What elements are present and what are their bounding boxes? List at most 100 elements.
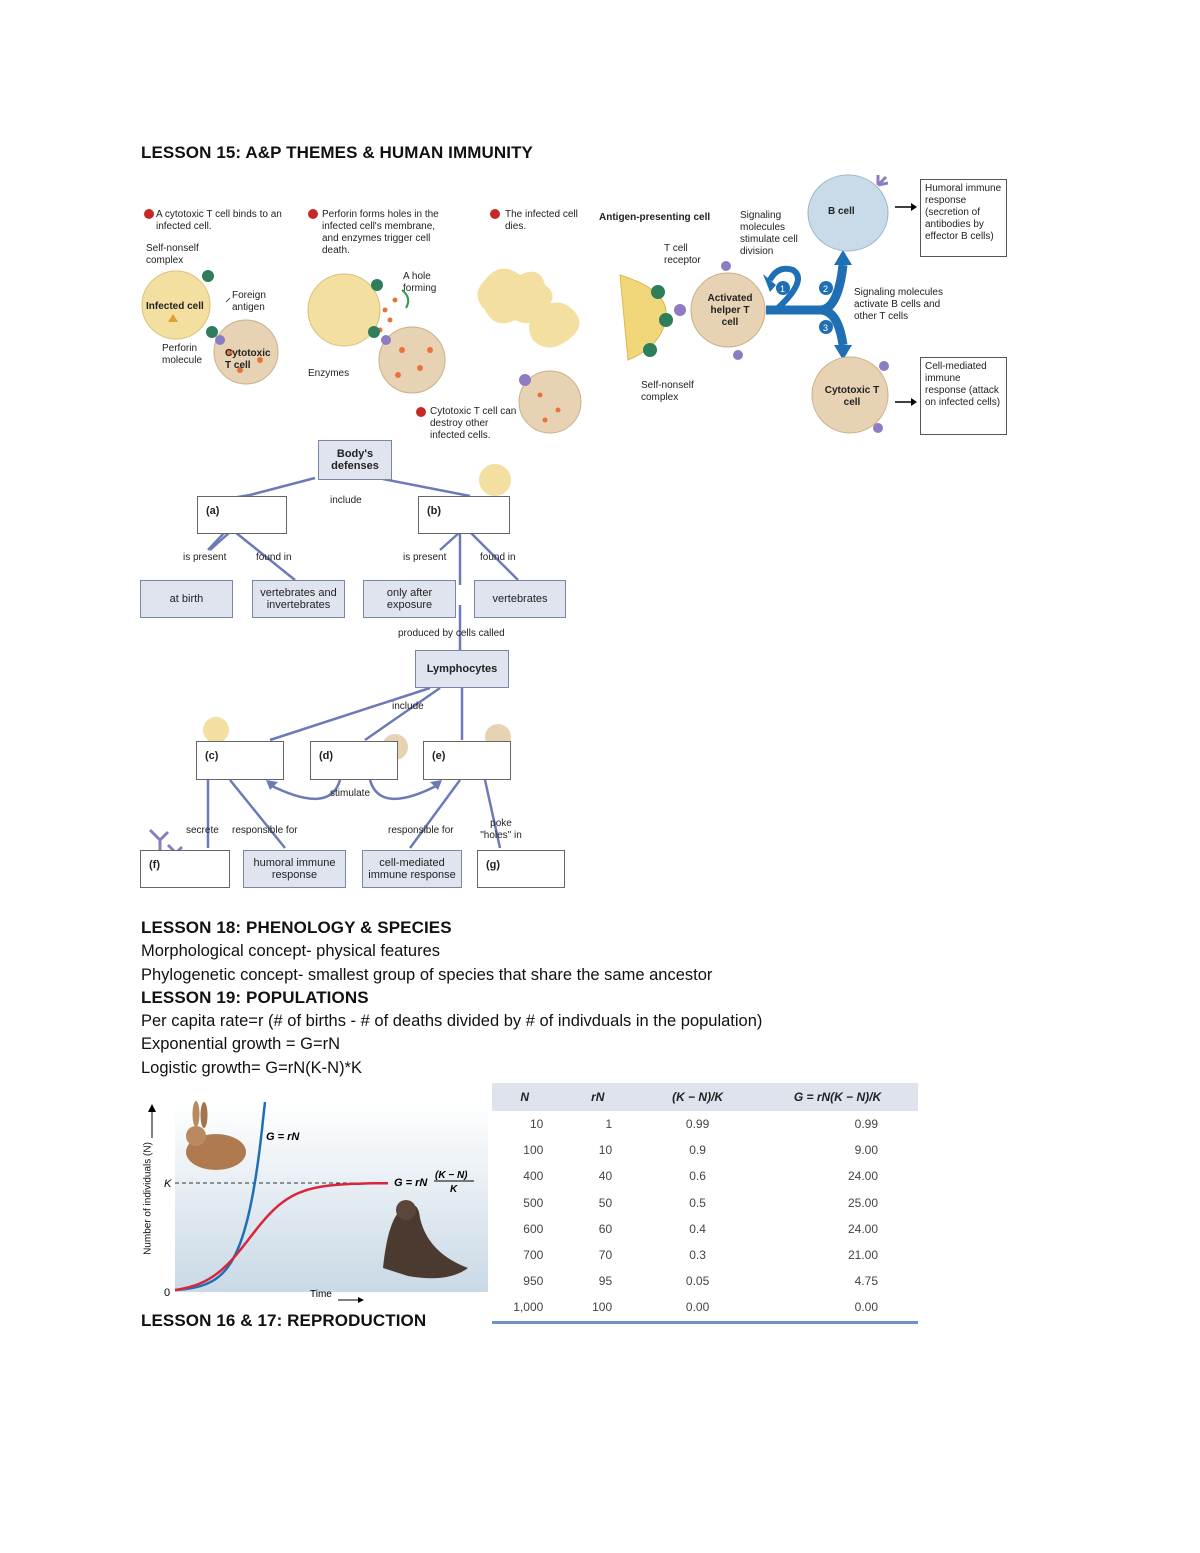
k-tick-label: K — [164, 1178, 172, 1190]
log-formula-denominator: K — [450, 1184, 458, 1195]
answer-box-b: (b) — [418, 496, 510, 534]
table-cell: 50 — [598, 1195, 613, 1210]
table-cell: 1,000 — [513, 1300, 544, 1315]
table-cell: 0.99 — [854, 1117, 878, 1132]
responsible-for-label-1: responsible for — [232, 825, 298, 836]
infected-cell — [141, 270, 211, 340]
hole-forming-label: A hole forming — [403, 271, 437, 294]
at-birth-box: at birth — [140, 580, 233, 618]
table-cell: 24.00 — [847, 1169, 878, 1184]
humoral-response-box: Humoral immune response (secretion of an… — [920, 179, 1007, 257]
bodys-defenses-label: Body's defenses — [331, 448, 379, 472]
infected-cell-label: Infected cell — [146, 301, 204, 312]
self-nonself-label-2: Self-nonself complex — [641, 380, 694, 403]
header-rn: rN — [557, 1083, 639, 1111]
table-cell: 4.75 — [854, 1274, 878, 1289]
table-cell: 40 — [598, 1169, 613, 1184]
answer-box-c: (c) — [196, 741, 284, 780]
answer-box-g: (g) — [477, 850, 565, 888]
apc-label: Antigen-presenting cell — [599, 212, 711, 223]
table-cell: 100 — [592, 1300, 613, 1315]
signaling-label-2: Signaling molecules activate B cells and… — [854, 287, 943, 322]
label-e: (e) — [432, 750, 446, 762]
table-cell: 700 — [523, 1248, 544, 1263]
step-badge-4 — [416, 407, 426, 417]
table-cell: 0.4 — [689, 1221, 706, 1236]
y-axis-label: Number of individuals (N) — [142, 1142, 154, 1255]
lesson15-heading: LESSON 15: A&P THEMES & HUMAN IMMUNITY — [141, 143, 533, 162]
produced-by-label: produced by cells called — [398, 628, 505, 639]
dead-cell-fragment — [477, 268, 553, 324]
table-cell: 10 — [529, 1117, 544, 1132]
is-present-label-1: is present — [183, 552, 227, 563]
cytotoxic-t-cell-helper — [811, 356, 889, 434]
helper-step-3: 3 — [823, 323, 828, 333]
cell-mediated-box: cell-mediated immune response — [362, 850, 462, 888]
lesson18-line1: Morphological concept- physical features — [141, 942, 440, 960]
signaling-label-1: Signaling molecules stimulate cell divis… — [740, 210, 798, 257]
lesson18-line2: Phylogenetic concept- smallest group of … — [141, 966, 713, 984]
header-n: N — [492, 1083, 558, 1111]
label-g: (g) — [486, 859, 501, 871]
foreign-antigen-label: Foreign antigen — [232, 290, 266, 313]
step1-text: A cytotoxic T cell binds to an infected … — [156, 209, 282, 232]
cytotoxic-t-label-2: Cytotoxic T cell — [824, 385, 880, 408]
cytotoxic-illustration — [141, 209, 582, 434]
table-cell: 100 — [523, 1143, 544, 1158]
helper-t-figure: 1 2 3 Antigen-presenting cell T cell rec… — [598, 170, 1010, 440]
vert-invert-box: vertebrates and invertebrates — [252, 580, 345, 618]
header-k-ratio: (K − N)/K — [638, 1083, 758, 1111]
table-cell: 600 — [523, 1221, 544, 1236]
enzymes-label: Enzymes — [308, 368, 350, 379]
table-cell: 95 — [598, 1274, 613, 1289]
step3-text: The infected cell dies. — [505, 209, 578, 232]
zero-tick-label: 0 — [164, 1287, 170, 1299]
header-g: G = rN(K − N)/K — [757, 1083, 918, 1111]
humoral-box: humoral immune response — [243, 850, 346, 888]
log-formula-numerator: (K − N) — [435, 1170, 468, 1181]
step-badge-1 — [144, 209, 154, 219]
table-cell: 60 — [598, 1221, 613, 1236]
table-cell: 0.3 — [689, 1248, 706, 1263]
t-cell-receptor-label: T cell receptor — [664, 243, 701, 266]
lesson19-line1: Per capita rate=r (# of births - # of de… — [141, 1012, 763, 1030]
table-cell: 0.00 — [854, 1300, 878, 1315]
table-cell: 0.9 — [689, 1143, 706, 1158]
cytotoxic-t-cell-3 — [518, 370, 582, 434]
logistic-curve — [174, 1181, 388, 1292]
exp-formula-label: G = rN — [266, 1131, 300, 1143]
responsible-for-label-2: responsible for — [388, 825, 454, 836]
table-cell: 500 — [523, 1195, 544, 1210]
table-cell: 950 — [523, 1274, 544, 1289]
x-axis-label: Time — [310, 1289, 332, 1300]
label-b: (b) — [427, 505, 442, 517]
label-d: (d) — [319, 750, 334, 762]
humoral-label: humoral immune response — [253, 857, 336, 881]
step-badge-2 — [308, 209, 318, 219]
table-header-row: N rN (K − N)/K G = rN(K − N)/K — [492, 1083, 918, 1111]
vertebrates-box: vertebrates — [474, 580, 566, 618]
helper-illustration: 1 2 3 — [619, 174, 917, 434]
infected-cell-2 — [307, 273, 381, 347]
stimulate-label: stimulate — [330, 788, 371, 799]
lesson16-17-heading: LESSON 16 & 17: REPRODUCTION — [141, 1311, 427, 1330]
lymphocytes-box: Lymphocytes — [415, 650, 509, 688]
table-cell: 25.00 — [847, 1195, 878, 1210]
answer-box-e: (e) — [423, 741, 511, 780]
table-cell: 21.00 — [847, 1248, 878, 1263]
activated-helper-t-cell — [690, 272, 766, 348]
table-cell: 70 — [598, 1248, 613, 1263]
b-cell — [807, 174, 889, 252]
found-in-label-1: found in — [256, 552, 292, 563]
helper-step-2: 2 — [823, 284, 828, 294]
perforin-label: Perforin molecule — [162, 343, 203, 366]
lesson19-line2: Exponential growth = G=rN — [141, 1035, 341, 1053]
answer-box-f: (f) — [140, 850, 230, 888]
step4-text: Cytotoxic T cell can destroy other infec… — [430, 406, 517, 441]
